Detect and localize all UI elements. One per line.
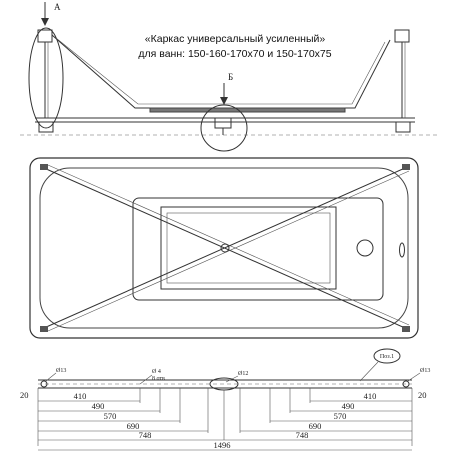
tub-rim-inner [39,167,409,329]
callout-pos1: Поз.1 [380,354,394,360]
dim-690-left-text: 690 [127,421,140,431]
dim-490-left-text: 490 [92,401,105,411]
center-foot [214,117,232,129]
dim-410-left: 410 [38,388,141,403]
left-post-detail-ellipse [28,27,64,129]
plan-view [29,157,419,339]
dim-490-right: 490 [289,388,412,413]
dim-690-left: 690 [38,388,209,433]
dim-410-left-text: 410 [74,391,87,401]
overflow-hole [399,242,405,258]
callout-center-hole: Ø12 [238,371,248,377]
view-b-label: Б [228,72,233,82]
callout-hole-left-leader [45,372,57,382]
callout-hole-right: Ø13 [420,368,430,374]
callout-hole-right-leader [407,372,421,382]
tub-floor-outer [132,197,384,301]
right-post-top-clamp [394,29,410,43]
brace-center-joint [220,243,230,253]
dim-690-right: 690 [239,388,412,433]
title-line-1: «Каркас универсальный усиленный» [145,33,326,45]
corner-foot-bl [40,326,48,332]
view-b-arrow-head [220,97,228,105]
view-a-label: А [54,2,61,12]
right-foot [395,121,411,133]
dim-edge-left: 20 [20,390,29,400]
dim-748-right-text: 748 [296,430,309,440]
dim-490-left: 490 [38,388,161,413]
drain-hole [356,239,374,257]
callout-holes-4-d: Ø 4 [152,369,161,375]
hole-right [402,380,410,388]
dim-570-right: 570 [269,388,412,423]
corner-foot-br [402,326,410,332]
dim-570-left: 570 [38,388,181,423]
dim-total: 1496 [38,440,412,451]
tub-floor-inset [166,212,331,284]
dim-748-left-text: 748 [139,430,152,440]
corner-foot-tr [402,164,410,170]
center-foot-detail-circle [200,104,248,152]
frame-brace-2 [43,167,406,329]
tub-profile-inner [55,37,386,105]
frame-brace-2b [47,170,410,332]
dim-edge-right: 20 [418,390,427,400]
dim-748-right: 748 [224,430,412,441]
title-line-2: для ванн: 150-160-170х70 и 150-170х75 [138,48,331,60]
tub-bottom-plate [149,107,346,113]
view-a-arrow-head [41,18,49,26]
hole-left [40,380,48,388]
corner-foot-tl [40,164,48,170]
dim-410-right-text: 410 [364,391,377,401]
dim-410-right: 410 [309,388,412,403]
callout-holes-4-leader [139,374,153,385]
frame-brace-1b [47,164,410,326]
side-view: А Б [20,2,440,152]
dim-570-right-text: 570 [334,411,347,421]
callout-pos1-leader [359,361,379,382]
left-foot [38,121,54,133]
callout-holes-4-n: 8 отв [152,376,165,382]
tub-floor-inner [160,206,337,290]
dim-490-right-text: 490 [342,401,355,411]
pos1-bubble [373,348,401,364]
dim-748-left: 748 [38,430,224,441]
dim-570-left-text: 570 [104,411,117,421]
dim-total-text: 1496 [214,440,231,450]
frame-dimension-view: Ø13 Ø 4 8 отв Ø12 Поз.1 Ø13 20 20 410 49… [20,348,430,451]
dim-690-right-text: 690 [309,421,322,431]
left-post-top-clamp [37,29,53,43]
tub-rim-outer [29,157,419,339]
callout-hole-left: Ø13 [56,368,66,374]
callout-center-hole-leader [225,375,239,383]
